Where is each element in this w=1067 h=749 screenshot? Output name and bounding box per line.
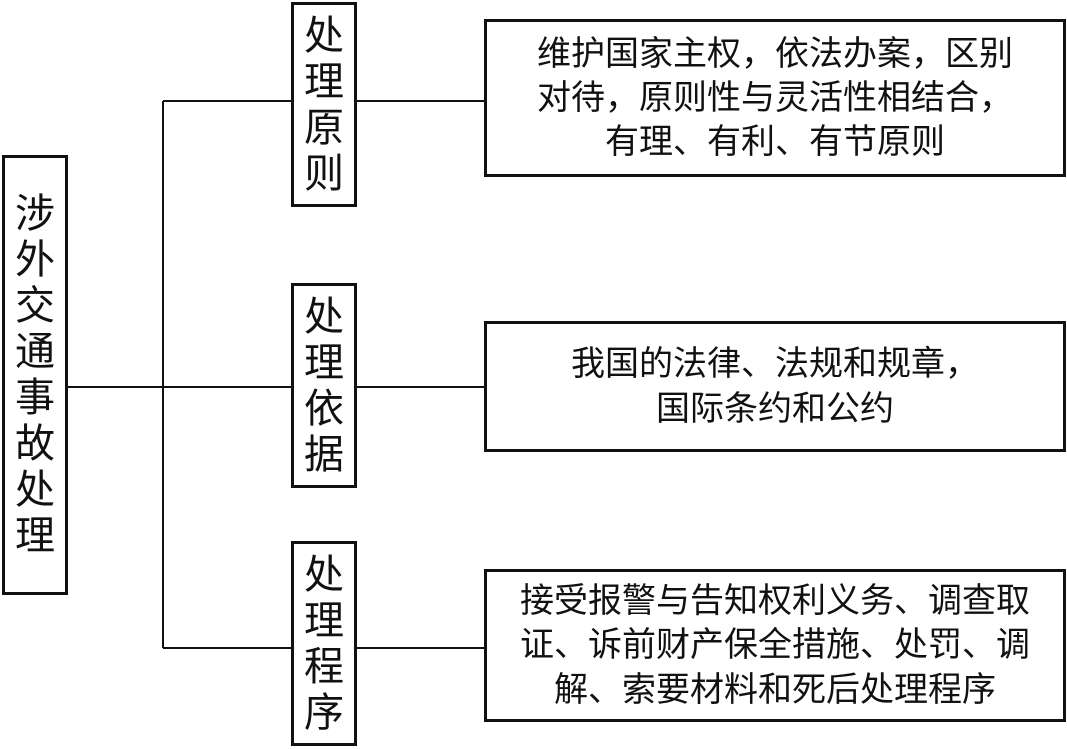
procedure-line-3: 解、索要材料和死后处理程序: [554, 669, 996, 710]
root-node-char-6: 故: [15, 421, 55, 467]
branch-principle-node-char-3: 原: [304, 104, 344, 151]
root-node-char-2: 外: [15, 237, 55, 283]
basis-line-1: 我国的法律、法规和规章，: [571, 344, 979, 385]
branch-basis-node: 处理依据: [291, 283, 357, 488]
principle-line-1: 维护国家主权，依法办案，区别: [537, 33, 1013, 74]
branch-procedure-node: 处理程序: [291, 541, 357, 746]
root-node-char-3: 交: [15, 283, 55, 329]
branch-principle-node: 处理原则: [291, 2, 357, 207]
branch-principle-node-char-2: 理: [304, 58, 344, 105]
root-node-char-8: 理: [15, 513, 55, 559]
procedure-line-1: 接受报警与告知权利义务、调查取: [520, 581, 1030, 622]
root-node-char-7: 处: [15, 467, 55, 513]
principle-description: 维护国家主权，依法办案，区别 对待，原则性与灵活性相结合， 有理、有利、有节原则: [484, 19, 1066, 177]
branch-procedure-node-char-3: 程: [304, 643, 344, 690]
root-node-char-4: 通: [15, 329, 55, 375]
branch-procedure-node-char-2: 理: [304, 597, 344, 644]
branch-basis-node-char-4: 据: [304, 431, 344, 478]
branch-procedure-node-char-4: 序: [304, 689, 344, 736]
root-node-char-1: 涉: [15, 191, 55, 237]
basis-description: 我国的法律、法规和规章， 国际条约和公约: [484, 321, 1066, 452]
principle-line-3: 有理、有利、有节原则: [605, 122, 945, 163]
principle-line-2: 对待，原则性与灵活性相结合，: [537, 77, 1013, 118]
procedure-description: 接受报警与告知权利义务、调查取 证、诉前财产保全措施、处罚、调 解、索要材料和死…: [484, 569, 1066, 722]
root-node: 涉外交通事故处理: [2, 155, 68, 595]
basis-line-2: 国际条约和公约: [656, 388, 894, 429]
branch-basis-node-char-3: 依: [304, 385, 344, 432]
root-node-char-5: 事: [15, 375, 55, 421]
branch-principle-node-char-4: 则: [304, 150, 344, 197]
branch-procedure-node-char-1: 处: [304, 551, 344, 598]
branch-basis-node-char-2: 理: [304, 339, 344, 386]
branch-basis-node-char-1: 处: [304, 293, 344, 340]
branch-principle-node-char-1: 处: [304, 12, 344, 59]
procedure-line-2: 证、诉前财产保全措施、处罚、调: [520, 625, 1030, 666]
